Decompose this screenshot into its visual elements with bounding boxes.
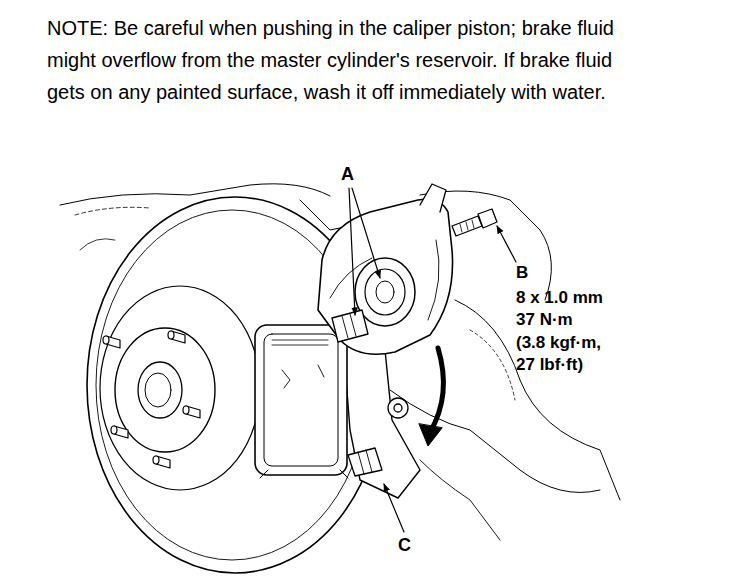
torque-spec: 37 N·m — [516, 309, 573, 330]
bolt-size: 8 x 1.0 mm — [516, 287, 603, 308]
callout-letter: B — [516, 262, 528, 283]
torque-spec: (3.8 kgf·m, — [516, 332, 601, 353]
callout-letter: A — [341, 163, 354, 185]
torque-spec: 27 lbf·ft) — [516, 354, 583, 375]
note-text: NOTE: Be careful when pushing in the cal… — [47, 12, 647, 108]
callout-letter: C — [398, 534, 411, 556]
